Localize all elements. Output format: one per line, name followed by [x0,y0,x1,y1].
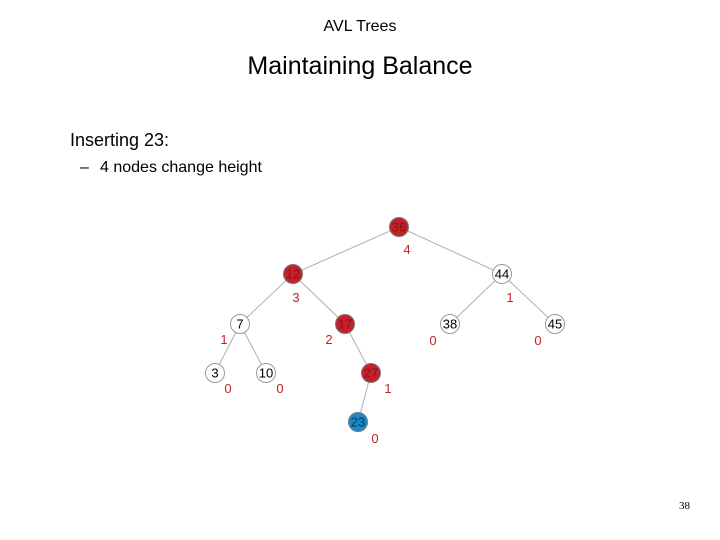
node-height-7: 1 [220,332,227,347]
tree-node-27: 27 1 [361,363,392,396]
node-key-36: 36 [392,220,406,235]
tree-node-12: 12 3 [283,264,303,305]
node-key-45: 45 [548,317,562,332]
edge-n36-n12 [292,226,400,275]
tree-node-17: 17 2 [325,314,355,347]
node-height-44: 1 [506,290,513,305]
node-key-7: 7 [236,317,243,332]
node-circle-17 [335,314,355,334]
node-circle-38 [440,314,460,334]
node-key-44: 44 [495,267,509,282]
node-circle-27 [361,363,381,383]
node-height-3: 0 [224,381,231,396]
tree-node-44: 44 1 [492,264,514,305]
tree-node-38: 38 0 [429,314,460,348]
node-circle-12 [283,264,303,284]
node-height-38: 0 [429,333,436,348]
sub-bullet-dash: – [80,159,89,176]
node-height-27: 1 [384,381,391,396]
tree-node-7: 71 [220,314,250,347]
node-circle-10 [256,363,276,383]
tree-node-10: 100 [256,363,284,396]
edge-n44-n45 [501,273,556,325]
tree-node-36: 364 [389,217,411,257]
edge-n36-n44 [398,226,503,275]
edge-n44-n38 [449,273,503,325]
header-title: AVL Trees [323,18,397,35]
node-key-3: 3 [211,366,218,381]
node-height-23: 0 [371,431,378,446]
sub-bullet-text: 4 nodes change height [100,159,262,176]
node-key-17: 17 [338,317,352,332]
node-circle-45 [545,314,565,334]
node-height-45: 0 [534,333,541,348]
node-key-12: 12 [286,267,300,282]
node-height-36: 4 [403,242,410,257]
edge-n12-n7 [239,273,294,325]
node-height-10: 0 [276,381,283,396]
edge-n12-n17 [292,273,346,325]
tree-node-3: 30 [205,363,232,396]
slide-title: Maintaining Balance [247,52,473,80]
bullet-inserting: Inserting 23: [70,130,170,150]
node-height-12: 3 [292,290,299,305]
node-key-23: 23 [351,415,365,430]
node-circle-3 [205,363,225,383]
node-height-17: 2 [325,332,332,347]
node-circle-44 [492,264,512,284]
node-circle-23 [348,412,368,432]
tree-node-45: 45 0 [534,314,565,348]
node-circle-7 [230,314,250,334]
tree-node-23: 23 0 [348,412,379,446]
page-number: 38 [679,500,690,512]
sub-bullet: –4 nodes change height [80,159,262,177]
node-key-38: 38 [443,317,457,332]
node-key-27: 27 [364,366,378,381]
node-key-10: 10 [259,366,273,381]
node-circle-36 [389,217,409,237]
